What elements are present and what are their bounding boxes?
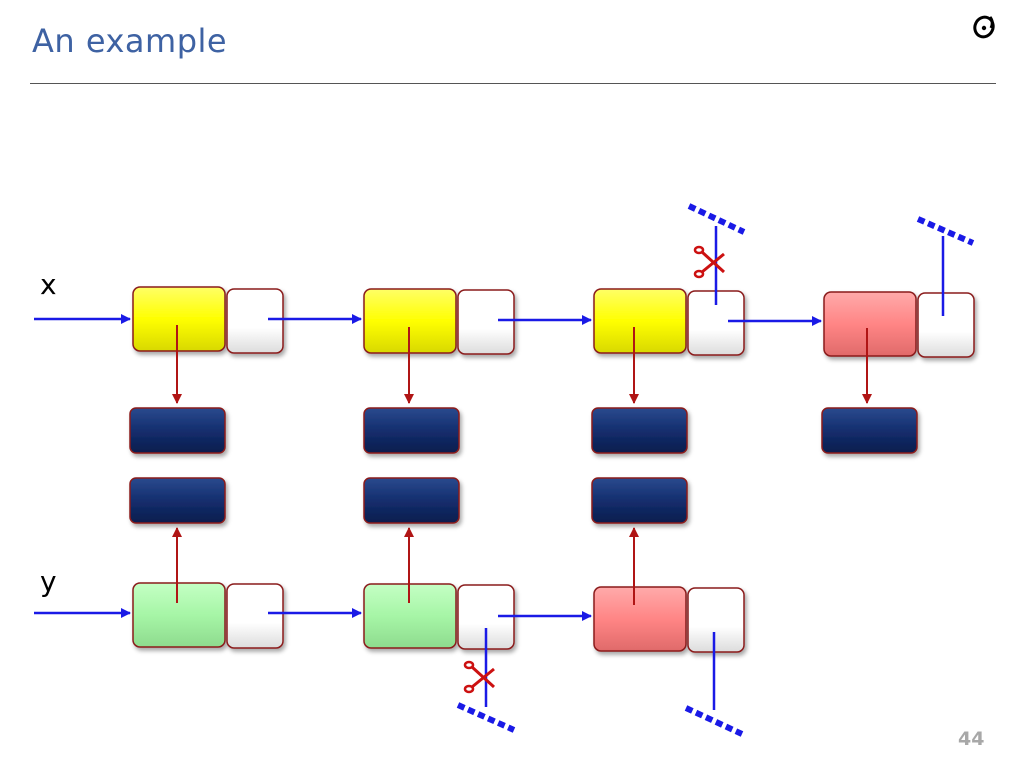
title-divider (30, 83, 996, 84)
y-node-1-next-cell (226, 583, 284, 649)
y-node-3-next-cell (687, 587, 745, 653)
variable-x-label: x (40, 268, 57, 301)
x-node-1-item-cell (132, 286, 226, 352)
item-a1 (129, 407, 226, 454)
x-node-1-next-cell (226, 288, 284, 354)
shared-items (129, 407, 918, 524)
x-node-4-next-cell (917, 292, 975, 358)
item-a4 (821, 407, 918, 454)
page-number: 44 (958, 728, 985, 750)
void-reference-icon (456, 702, 516, 733)
x-item-arrows (172, 325, 872, 404)
item-a3 (591, 407, 688, 454)
item-b1 (129, 477, 226, 524)
void-reference-icon (684, 705, 744, 737)
y-item-arrows (172, 527, 639, 605)
x-node-3-item-cell (593, 288, 687, 354)
y-node-3-item-cell (593, 586, 687, 652)
scissors-icon (693, 245, 726, 279)
void-reference-icon (916, 216, 975, 246)
slide-title: An example (32, 22, 228, 60)
eiffel-logo-icon (973, 15, 995, 39)
item-a2 (363, 407, 460, 454)
y-chain (34, 582, 745, 737)
item-b2 (363, 477, 460, 524)
x-chain (34, 203, 975, 358)
void-reference-icon (687, 203, 746, 235)
scissors-icon (463, 660, 496, 694)
y-node-1-item-cell (132, 582, 226, 648)
variable-y-label: y (40, 565, 57, 598)
item-b3 (591, 477, 688, 524)
x-node-2-next-cell (457, 289, 515, 355)
x-node-4-item-cell (823, 291, 917, 357)
